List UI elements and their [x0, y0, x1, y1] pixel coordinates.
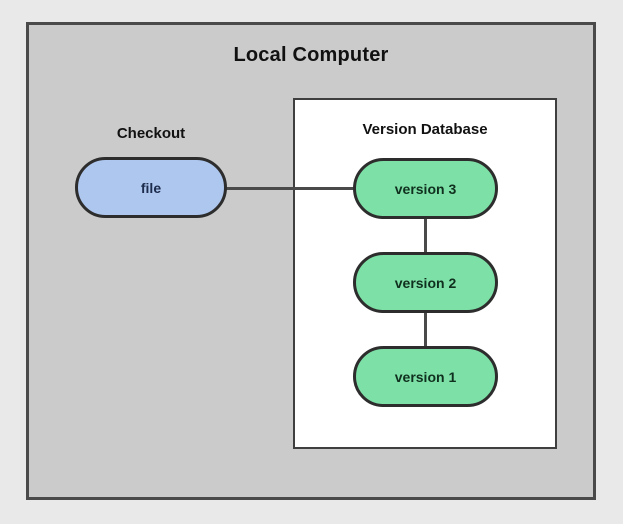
version3-node: version 3 — [353, 158, 498, 219]
connector-version3-to-version2 — [424, 216, 427, 255]
connector-version2-to-version1 — [424, 310, 427, 349]
version2-node: version 2 — [353, 252, 498, 313]
local-computer-title: Local Computer — [233, 44, 389, 66]
version-database-label: Version Database — [362, 121, 488, 138]
connector-file-to-version3 — [224, 187, 355, 190]
version1-node: version 1 — [353, 346, 498, 407]
file-node: file — [75, 157, 227, 218]
checkout-label: Checkout — [116, 125, 186, 142]
